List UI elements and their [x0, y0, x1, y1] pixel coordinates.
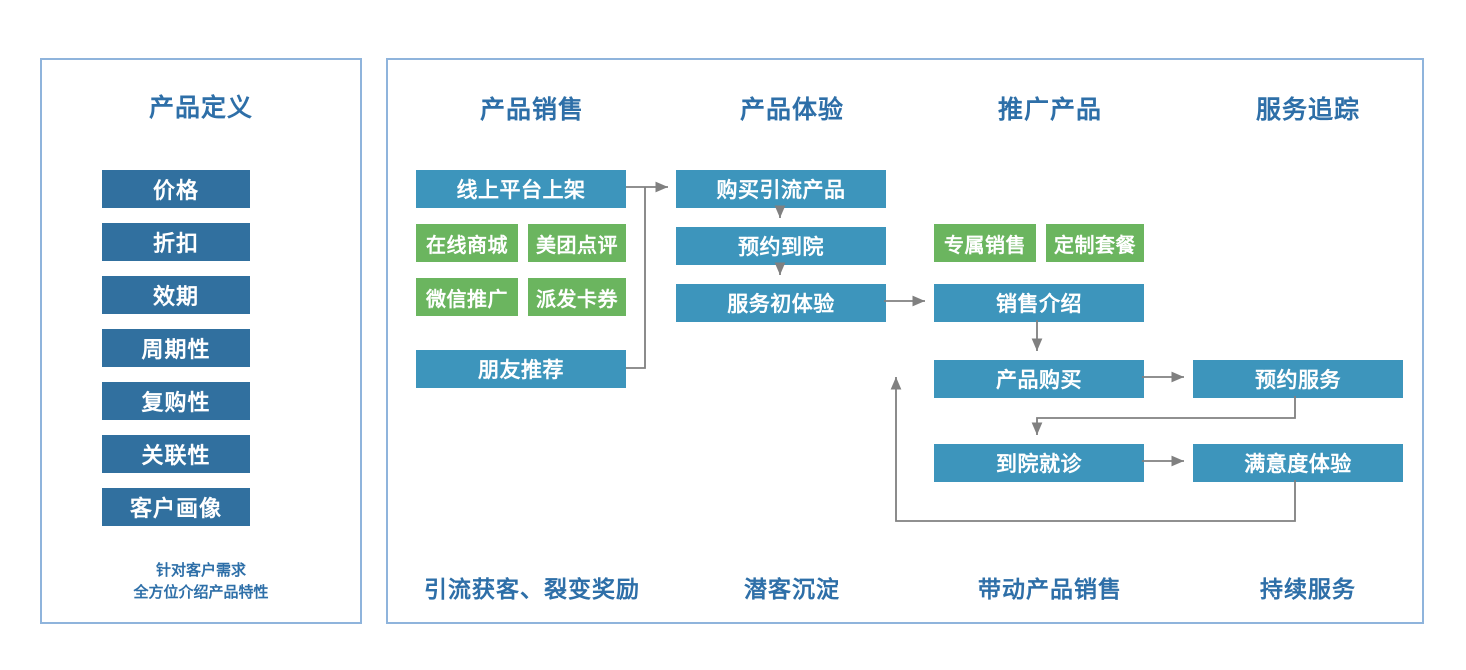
node-product-purchase[interactable]: 产品购买	[934, 360, 1144, 398]
definition-item-price[interactable]: 价格	[102, 170, 250, 208]
node-book-service[interactable]: 预约服务	[1193, 360, 1403, 398]
column-title-product-experience: 产品体验	[739, 96, 844, 124]
column-footer-continuous-service: 持续服务	[1260, 576, 1356, 602]
column-title-promote-product: 推广产品	[997, 96, 1102, 124]
node-friend-referral[interactable]: 朋友推荐	[416, 350, 626, 388]
definition-item-periodicity[interactable]: 周期性	[102, 329, 250, 367]
node-meituan-dianping[interactable]: 美团点评	[528, 224, 626, 262]
definition-note-line-1: 针对客户需求	[155, 562, 246, 579]
definition-item-repurchase[interactable]: 复购性	[102, 382, 250, 420]
column-footer-drive-sales: 带动产品销售	[978, 576, 1122, 602]
column-footer-prospect-retention: 潜客沉淀	[744, 576, 840, 602]
node-online-platform-listing[interactable]: 线上平台上架	[416, 170, 626, 208]
definition-item-customer-profile[interactable]: 客户画像	[102, 488, 250, 526]
node-first-service-experience[interactable]: 服务初体验	[676, 284, 886, 322]
column-title-service-tracking: 服务追踪	[1255, 96, 1360, 124]
node-hospital-visit[interactable]: 到院就诊	[934, 444, 1144, 482]
node-satisfaction-experience[interactable]: 满意度体验	[1193, 444, 1403, 482]
product-definition-title: 产品定义	[148, 94, 253, 122]
node-online-mall[interactable]: 在线商城	[416, 224, 518, 262]
node-book-visit[interactable]: 预约到院	[676, 227, 886, 265]
node-distribute-coupons[interactable]: 派发卡券	[528, 278, 626, 316]
definition-item-discount[interactable]: 折扣	[102, 223, 250, 261]
node-dedicated-sales[interactable]: 专属销售	[934, 224, 1036, 262]
node-sales-intro[interactable]: 销售介绍	[934, 284, 1144, 322]
node-custom-package[interactable]: 定制套餐	[1046, 224, 1144, 262]
node-wechat-promotion[interactable]: 微信推广	[416, 278, 518, 316]
column-title-product-sales: 产品销售	[479, 96, 584, 124]
column-footer-lead-acquisition: 引流获客、裂变奖励	[424, 576, 640, 602]
customer-journey-panel: 产品销售 产品体验 推广产品 服务追踪 引流获客、裂变奖励 潜客沉淀 带动产品销…	[386, 58, 1424, 624]
definition-note-line-2: 全方位介绍产品特性	[133, 584, 269, 601]
definition-item-relevance[interactable]: 关联性	[102, 435, 250, 473]
node-buy-traffic-product[interactable]: 购买引流产品	[676, 170, 886, 208]
product-definition-panel: 产品定义 价格 折扣 效期 周期性 复购性 关联性 客户画像 针对客户需求 全方…	[40, 58, 362, 624]
definition-item-validity[interactable]: 效期	[102, 276, 250, 314]
